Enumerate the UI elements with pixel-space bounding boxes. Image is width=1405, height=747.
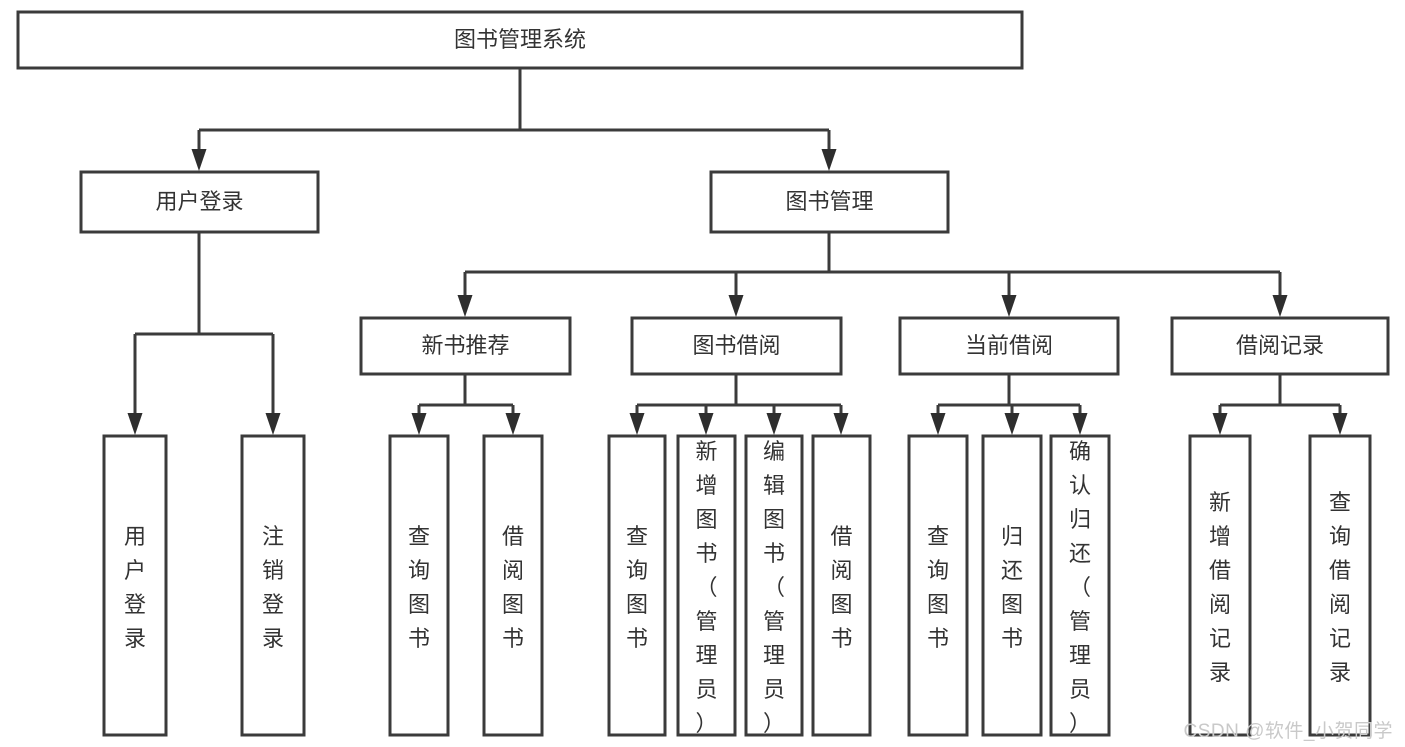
node-label-leaf-newbook-query: 查询图书 — [408, 524, 430, 651]
node-box-borrow — [630, 316, 843, 376]
connector-group-root — [191, 68, 837, 171]
node-label-borrow: 图书借阅 — [692, 333, 780, 358]
node-leaf-current-query[interactable]: 查询图书 — [907, 434, 969, 737]
node-label-leaf-record-query: 查询借阅记录 — [1329, 490, 1351, 685]
node-leaf-borrow-add[interactable]: 新增图书（管理员） — [676, 434, 737, 737]
watermark-label: CSDN @软件_小贺同学 — [1183, 721, 1393, 742]
node-box-leaf-record-query — [1308, 434, 1372, 737]
node-box-leaf-newbook-borrow — [482, 434, 544, 737]
node-box-leaf-borrow-lend — [811, 434, 872, 737]
node-box-newbook — [359, 316, 572, 376]
node-box-login — [79, 170, 320, 234]
node-box-leaf-user-logout — [240, 434, 306, 737]
node-box-records — [1170, 316, 1390, 376]
connector-group-current — [930, 374, 1088, 435]
node-borrow[interactable]: 图书借阅 — [630, 316, 843, 376]
node-label-records: 借阅记录 — [1236, 333, 1324, 358]
connector-group-bookmgmt — [457, 232, 1288, 317]
node-label-leaf-borrow-query: 查询图书 — [626, 524, 648, 651]
connector-group-borrow — [629, 374, 849, 435]
connector-group-newbook — [411, 374, 521, 435]
node-label-leaf-borrow-edit: 编辑图书（管理员） — [763, 439, 785, 736]
node-label-leaf-current-confirm: 确认归还（管理员） — [1069, 439, 1091, 736]
node-label-leaf-borrow-lend: 借阅图书 — [830, 524, 852, 651]
node-box-leaf-borrow-edit — [744, 434, 804, 737]
node-leaf-user-login[interactable]: 用户登录 — [102, 434, 168, 737]
node-label-leaf-newbook-borrow: 借阅图书 — [502, 524, 524, 651]
node-login[interactable]: 用户登录 — [79, 170, 320, 234]
node-box-leaf-record-add — [1188, 434, 1252, 737]
node-root[interactable]: 图书管理系统 — [16, 10, 1024, 70]
node-newbook[interactable]: 新书推荐 — [359, 316, 572, 376]
node-box-current — [898, 316, 1120, 376]
node-leaf-borrow-lend[interactable]: 借阅图书 — [811, 434, 872, 737]
node-leaf-newbook-query[interactable]: 查询图书 — [388, 434, 450, 737]
node-leaf-current-return[interactable]: 归还图书 — [981, 434, 1043, 737]
node-box-root — [16, 10, 1024, 70]
node-box-leaf-current-return — [981, 434, 1043, 737]
node-bookmgmt[interactable]: 图书管理 — [709, 170, 950, 234]
node-current[interactable]: 当前借阅 — [898, 316, 1120, 376]
node-label-leaf-borrow-add: 新增图书（管理员） — [695, 439, 717, 736]
node-box-bookmgmt — [709, 170, 950, 234]
node-box-leaf-newbook-query — [388, 434, 450, 737]
node-box-leaf-borrow-query — [607, 434, 667, 737]
connector-group-records — [1212, 374, 1348, 435]
node-leaf-newbook-borrow[interactable]: 借阅图书 — [482, 434, 544, 737]
node-leaf-record-add[interactable]: 新增借阅记录 — [1188, 434, 1252, 737]
node-leaf-borrow-edit[interactable]: 编辑图书（管理员） — [744, 434, 804, 737]
node-label-leaf-current-query: 查询图书 — [927, 524, 949, 651]
node-leaf-user-logout[interactable]: 注销登录 — [240, 434, 306, 737]
node-box-leaf-borrow-add — [676, 434, 737, 737]
node-leaf-borrow-query[interactable]: 查询图书 — [607, 434, 667, 737]
connector-group-login — [127, 232, 281, 435]
node-box-leaf-user-login — [102, 434, 168, 737]
node-label-leaf-user-login: 用户登录 — [124, 524, 146, 651]
node-label-current: 当前借阅 — [965, 333, 1053, 358]
node-label-newbook: 新书推荐 — [421, 333, 509, 358]
node-leaf-current-confirm[interactable]: 确认归还（管理员） — [1049, 434, 1111, 737]
connector-layer — [127, 68, 1348, 435]
node-label-bookmgmt: 图书管理 — [785, 189, 873, 214]
node-records[interactable]: 借阅记录 — [1170, 316, 1390, 376]
node-box-leaf-current-confirm — [1049, 434, 1111, 737]
node-box-leaf-current-query — [907, 434, 969, 737]
node-label-leaf-user-logout: 注销登录 — [262, 524, 284, 651]
node-label-leaf-record-add: 新增借阅记录 — [1209, 490, 1231, 685]
node-label-leaf-current-return: 归还图书 — [1001, 524, 1023, 651]
node-label-root: 图书管理系统 — [454, 27, 586, 52]
node-label-login: 用户登录 — [155, 189, 243, 214]
node-layer: 图书管理系统用户登录图书管理新书推荐图书借阅当前借阅借阅记录用户登录注销登录查询… — [16, 10, 1390, 737]
node-leaf-record-query[interactable]: 查询借阅记录 — [1308, 434, 1372, 737]
